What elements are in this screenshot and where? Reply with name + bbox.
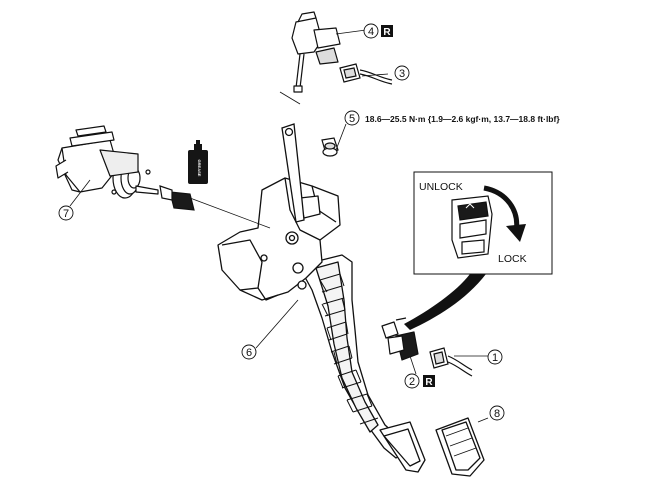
clutch-switch-lower	[381, 317, 419, 361]
svg-text:7: 7	[63, 208, 69, 220]
callout-1: 1	[487, 349, 503, 365]
callout-5: 5	[344, 110, 360, 126]
leader-bolt	[279, 91, 301, 105]
inset-pointer	[404, 274, 486, 330]
svg-text:5: 5	[349, 113, 355, 125]
switch-connector-lower	[429, 347, 473, 377]
replace-badge-2: R	[423, 375, 435, 388]
svg-text:4: 4	[368, 26, 374, 38]
switch-connector-upper	[339, 63, 393, 85]
callout-8: 8	[489, 405, 505, 421]
grease-label: GREASE	[197, 160, 202, 177]
leader-3	[361, 73, 389, 77]
inset-connector	[451, 195, 493, 259]
leader-lines	[69, 29, 489, 423]
svg-text:R: R	[425, 377, 433, 388]
lock-label: LOCK	[498, 253, 527, 265]
svg-text:1: 1	[492, 352, 498, 364]
torque-spec: 18.6—25.5 N·m {1.9—2.6 kgf·m, 13.7—18.8 …	[365, 114, 560, 124]
svg-text:3: 3	[399, 68, 405, 80]
svg-text:8: 8	[494, 408, 500, 420]
leader-8	[477, 417, 489, 423]
callout-4: 4	[363, 23, 379, 39]
svg-text:6: 6	[246, 347, 252, 359]
clutch-pedal-pad	[435, 417, 485, 477]
unlock-label: UNLOCK	[419, 181, 463, 193]
clutch-pedal-arm	[299, 254, 426, 473]
grease-tube: GREASE	[188, 140, 208, 184]
clutch-switch-upper	[291, 11, 341, 93]
pedal-bracket	[217, 177, 341, 301]
callout-7: 7	[58, 205, 74, 221]
pedal-pivot-nut	[321, 137, 339, 157]
svg-text:R: R	[383, 27, 391, 38]
leader-5	[335, 123, 347, 151]
rod-boot	[159, 185, 195, 211]
svg-text:2: 2	[409, 376, 415, 388]
leader-2	[409, 355, 417, 375]
callout-3: 3	[394, 65, 410, 81]
replace-badge-4: R	[381, 25, 393, 38]
clutch-master-cylinder	[55, 125, 159, 199]
leader-6	[255, 299, 299, 349]
leader-4	[335, 29, 367, 35]
leader-7	[69, 179, 91, 207]
pedal-pushrod	[281, 123, 305, 223]
callout-2: 2	[404, 373, 420, 389]
lock-unlock-inset: UNLOCK LOCK	[413, 171, 553, 275]
leader-rod	[189, 197, 271, 229]
callout-6: 6	[241, 344, 257, 360]
